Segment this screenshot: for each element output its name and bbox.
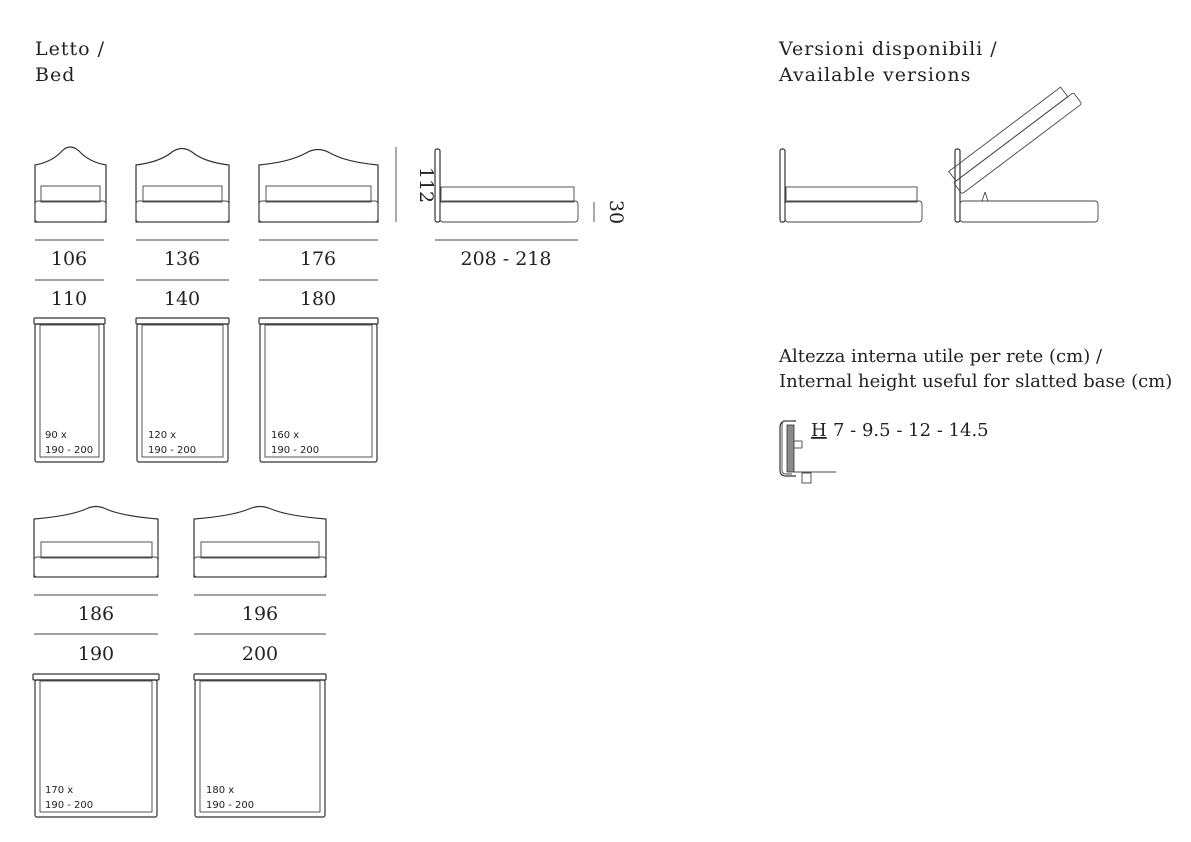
dimension-height-frame: 30: [593, 200, 627, 224]
width-label: 110: [51, 288, 87, 310]
version-storage-bed: [948, 86, 1099, 223]
bed-front-110: [34, 146, 107, 223]
bed-front-200: [193, 505, 327, 578]
bed-front-140: [135, 147, 230, 223]
outer-width-label: 186: [78, 603, 114, 625]
bed-top-110: [33, 317, 106, 463]
bed-top-190: [32, 673, 160, 818]
width-label: 180: [300, 288, 336, 310]
heading-versions-en: Available versions: [778, 64, 971, 86]
width-label: 140: [164, 288, 200, 310]
bed-front-190: [33, 505, 159, 578]
width-label: 190: [78, 643, 114, 665]
bed-side-view: [434, 148, 579, 223]
bed-top-140: [135, 317, 230, 463]
bed-top-200: [193, 673, 327, 818]
mattress-size-line1: 120 x: [148, 430, 176, 441]
internal-height-title-it: Altezza interna utile per rete (cm) /: [778, 346, 1103, 367]
outer-width-label: 136: [164, 248, 200, 270]
outer-width-label: 196: [242, 603, 278, 625]
heading-versions-it: Versioni disponibili /: [778, 38, 998, 60]
dimension-height-total: 112: [395, 147, 437, 222]
mattress-size-line2: 190 - 200: [45, 445, 93, 456]
internal-height-title-en: Internal height useful for slatted base …: [779, 371, 1172, 392]
mattress-size-line2: 190 - 200: [206, 800, 254, 811]
version-standard-bed: [779, 148, 923, 223]
bed-front-180: [258, 148, 379, 223]
mattress-size-line1: 90 x: [45, 430, 67, 441]
height-total-label: 112: [415, 167, 437, 203]
bed-top-180: [258, 317, 379, 463]
height-symbol: H: [811, 420, 827, 441]
heading-bed-it: Letto /: [35, 38, 105, 60]
outer-width-label: 176: [300, 248, 336, 270]
mattress-size-line1: 180 x: [206, 785, 234, 796]
mattress-size-line2: 190 - 200: [148, 445, 196, 456]
width-label: 200: [242, 643, 278, 665]
internal-height-values: 7 - 9.5 - 12 - 14.5: [833, 420, 989, 441]
mattress-size-line1: 170 x: [45, 785, 73, 796]
mattress-size-line2: 190 - 200: [271, 445, 319, 456]
internal-height-section-icon: [779, 420, 836, 484]
outer-width-label: 106: [51, 248, 87, 270]
length-label: 208 - 218: [460, 248, 551, 270]
height-frame-label: 30: [605, 200, 627, 224]
heading-bed-en: Bed: [35, 64, 75, 86]
mattress-size-line1: 160 x: [271, 430, 299, 441]
mattress-size-line2: 190 - 200: [45, 800, 93, 811]
